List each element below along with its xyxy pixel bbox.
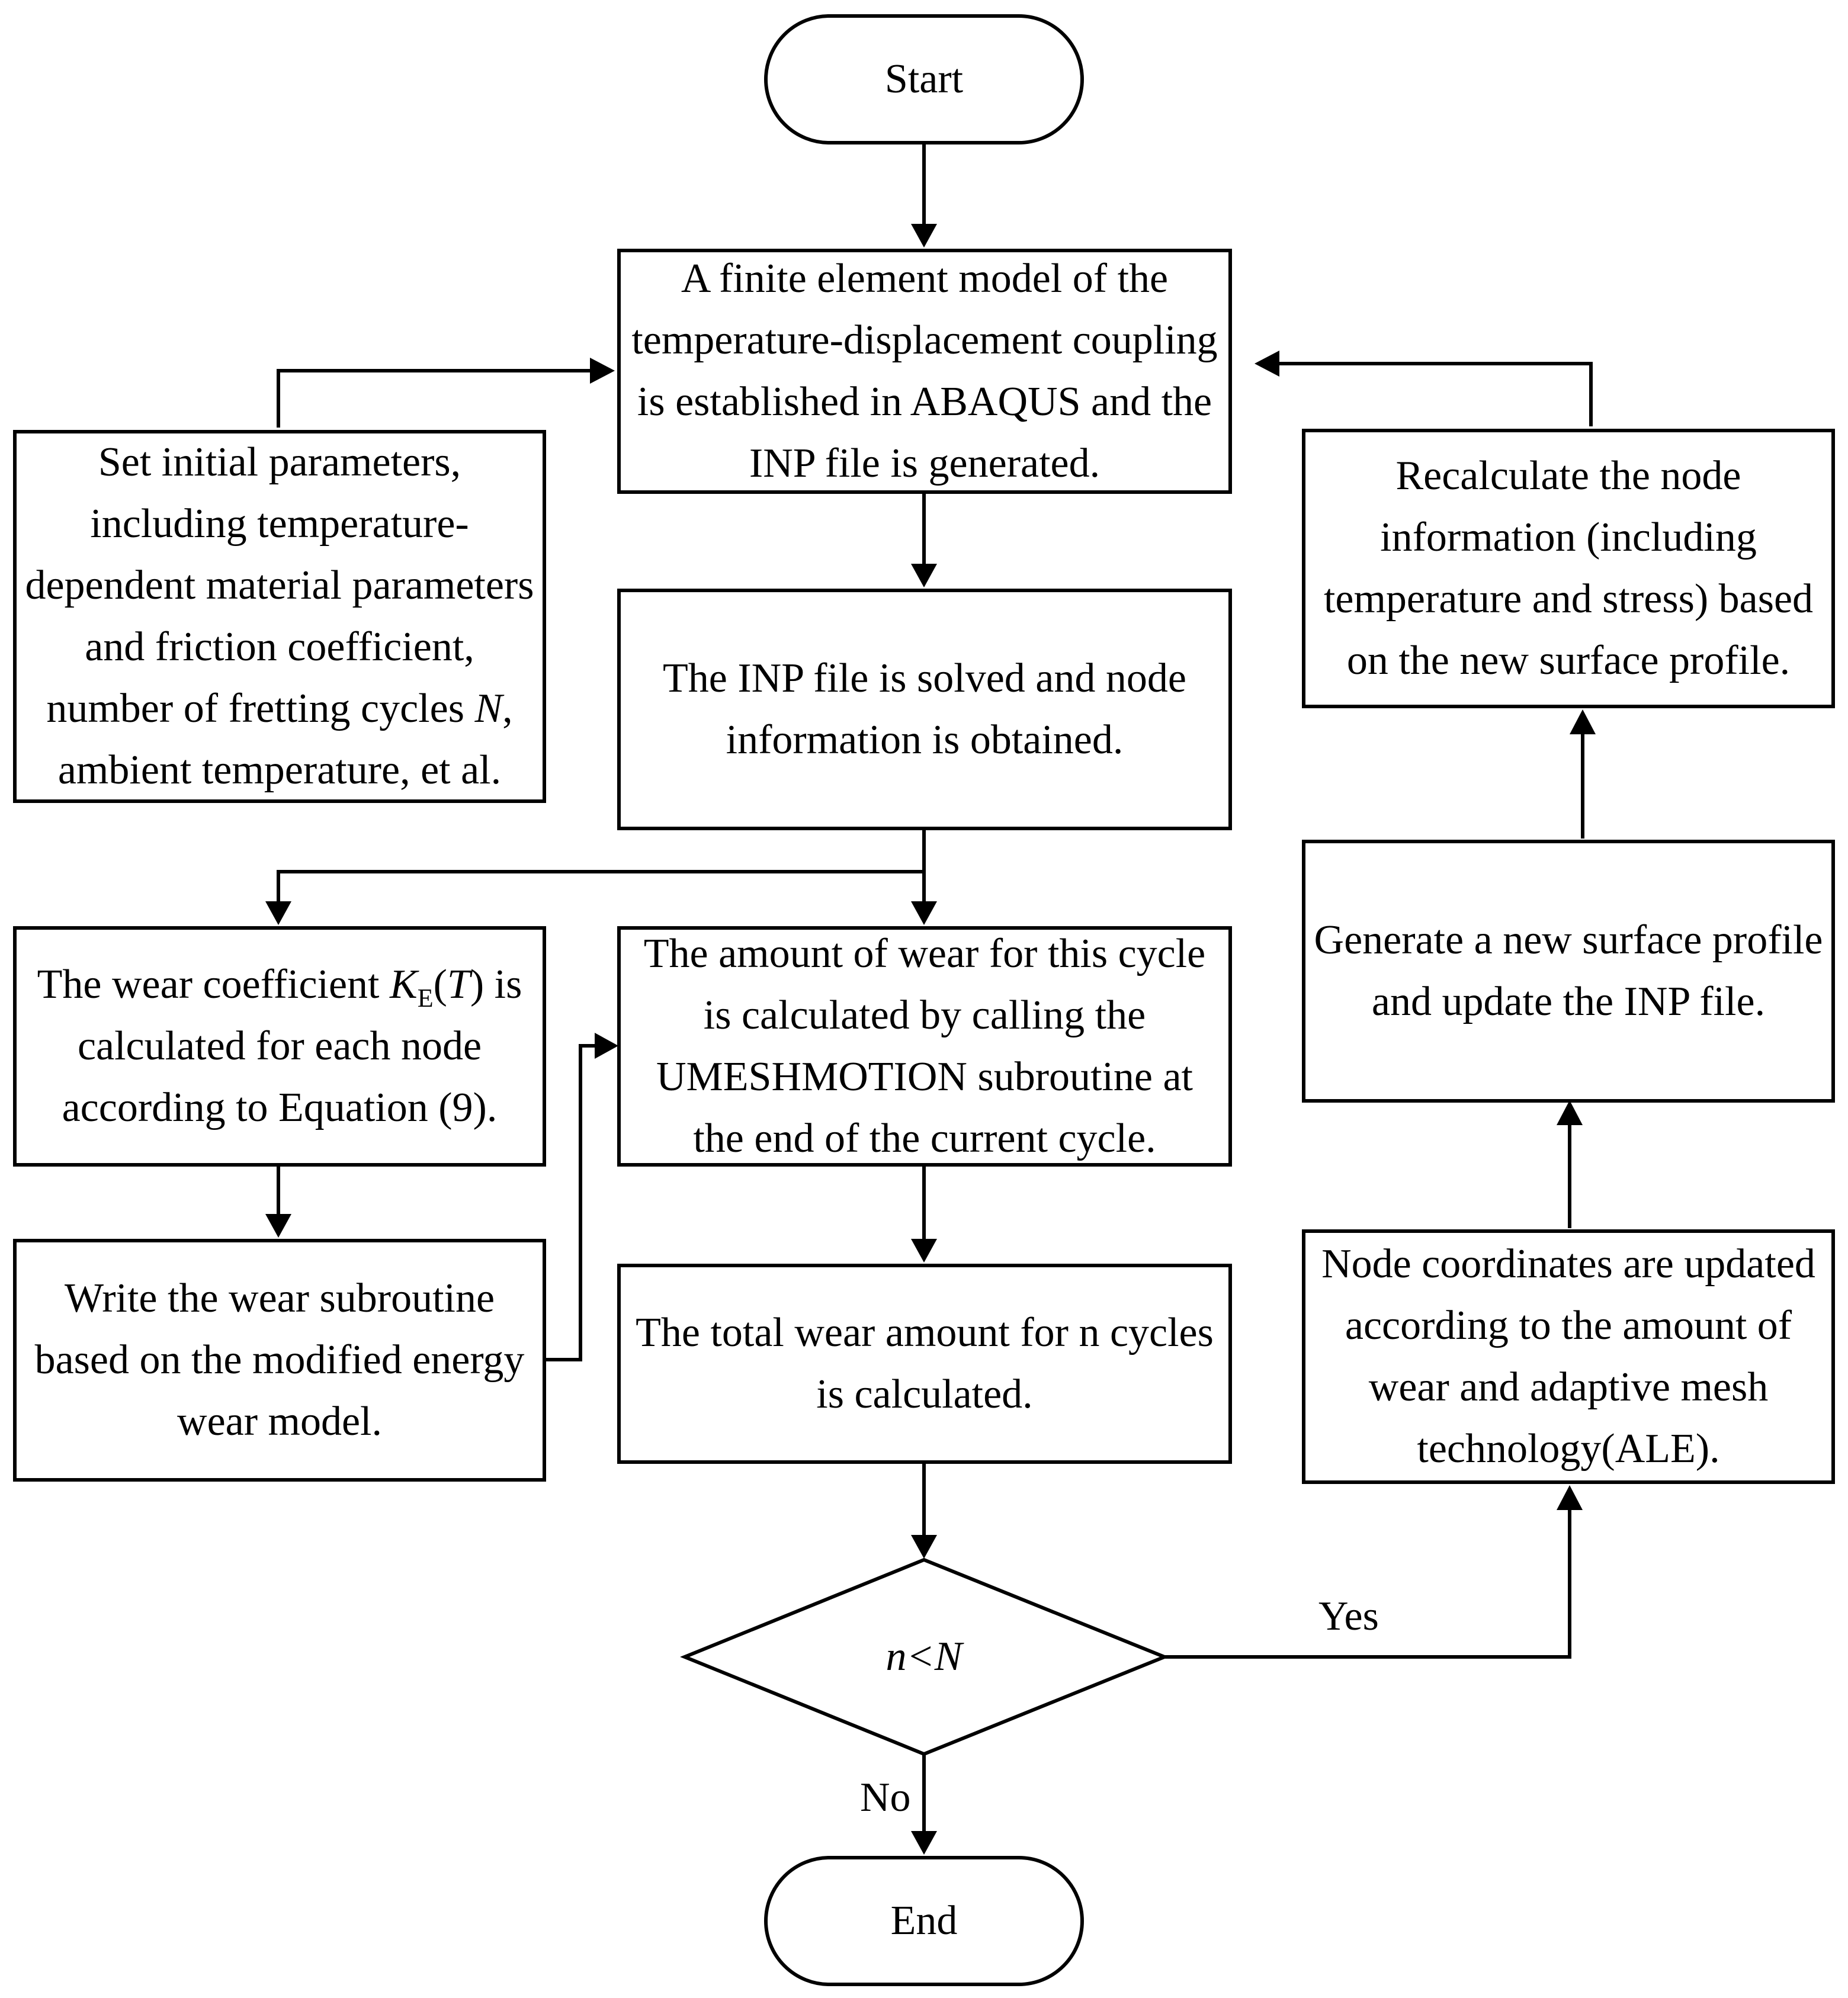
- arrowhead: [911, 1831, 937, 1855]
- initial-params-post: , ambient temperature, et al.: [57, 686, 513, 793]
- wear-coef-pre: The wear coefficient: [37, 962, 390, 1007]
- arrowhead: [911, 1535, 937, 1559]
- fem-model-text: A finite element model of the temperatur…: [631, 256, 1218, 486]
- end-label: End: [890, 1898, 958, 1944]
- arrowhead: [911, 564, 937, 587]
- total-wear-box: The total wear amount for n cycles is ca…: [617, 1264, 1232, 1464]
- edge-params-to-fem: [277, 369, 598, 428]
- arrowhead: [265, 901, 291, 925]
- arrowhead: [911, 1239, 937, 1263]
- edge-write-to-amount: [546, 1044, 604, 1361]
- wear-coef-var: K: [389, 962, 418, 1007]
- node-coordinates-text: Node coordinates are updated according t…: [1321, 1241, 1815, 1472]
- arrowhead: [590, 358, 615, 384]
- start-terminal: Start: [764, 14, 1084, 144]
- wear-coef-arg: T: [447, 962, 470, 1007]
- yes-label: Yes: [1318, 1594, 1379, 1639]
- start-label: Start: [884, 56, 964, 102]
- arrowhead: [265, 1214, 291, 1238]
- no-label: No: [860, 1775, 911, 1820]
- initial-params-box: Set initial parameters, including temper…: [13, 430, 546, 803]
- new-profile-box: Generate a new surface profile and updat…: [1302, 840, 1835, 1103]
- initial-params-pre: Set initial parameters, including temper…: [25, 439, 534, 731]
- arrowhead: [1570, 709, 1596, 734]
- wear-coef-sub: E: [417, 984, 434, 1013]
- write-subroutine-box: Write the wear subroutine based on the m…: [13, 1239, 546, 1482]
- arrowhead: [911, 224, 937, 248]
- wear-coefficient-text: The wear coefficient KE(T) is calculated…: [23, 954, 537, 1139]
- arrowhead: [595, 1033, 618, 1059]
- arrowhead: [1557, 1485, 1583, 1510]
- wear-amount-box: The amount of wear for this cycle is cal…: [617, 926, 1232, 1167]
- edge-decision-to-coords: [1164, 1498, 1571, 1659]
- wear-coef-post: ) is calculated for each node according …: [62, 962, 522, 1130]
- edge-recalc-to-fem: [1268, 362, 1593, 426]
- new-profile-text: Generate a new surface profile and updat…: [1314, 917, 1823, 1024]
- wear-coefficient-box: The wear coefficient KE(T) is calculated…: [13, 926, 546, 1167]
- write-subroutine-text: Write the wear subroutine based on the m…: [34, 1276, 525, 1444]
- inp-solved-text: The INP file is solved and node informat…: [663, 656, 1186, 763]
- total-wear-text: The total wear amount for n cycles is ca…: [636, 1310, 1214, 1417]
- edge-solved-split: [277, 829, 926, 912]
- end-terminal: End: [764, 1856, 1084, 1986]
- inp-solved-box: The INP file is solved and node informat…: [617, 589, 1232, 830]
- recalculate-text: Recalculate the node information (includ…: [1323, 453, 1814, 683]
- wear-coef-open: (: [433, 962, 447, 1007]
- initial-params-var: N: [474, 686, 503, 731]
- initial-params-text: Set initial parameters, including temper…: [23, 432, 537, 801]
- wear-amount-text: The amount of wear for this cycle is cal…: [643, 931, 1206, 1161]
- node-coordinates-box: Node coordinates are updated according t…: [1302, 1229, 1835, 1484]
- fem-model-box: A finite element model of the temperatur…: [617, 249, 1232, 494]
- recalculate-box: Recalculate the node information (includ…: [1302, 429, 1835, 708]
- arrowhead: [1557, 1100, 1583, 1125]
- arrowhead: [911, 901, 937, 925]
- arrowhead: [1255, 351, 1279, 377]
- decision-label: n<N: [886, 1634, 962, 1679]
